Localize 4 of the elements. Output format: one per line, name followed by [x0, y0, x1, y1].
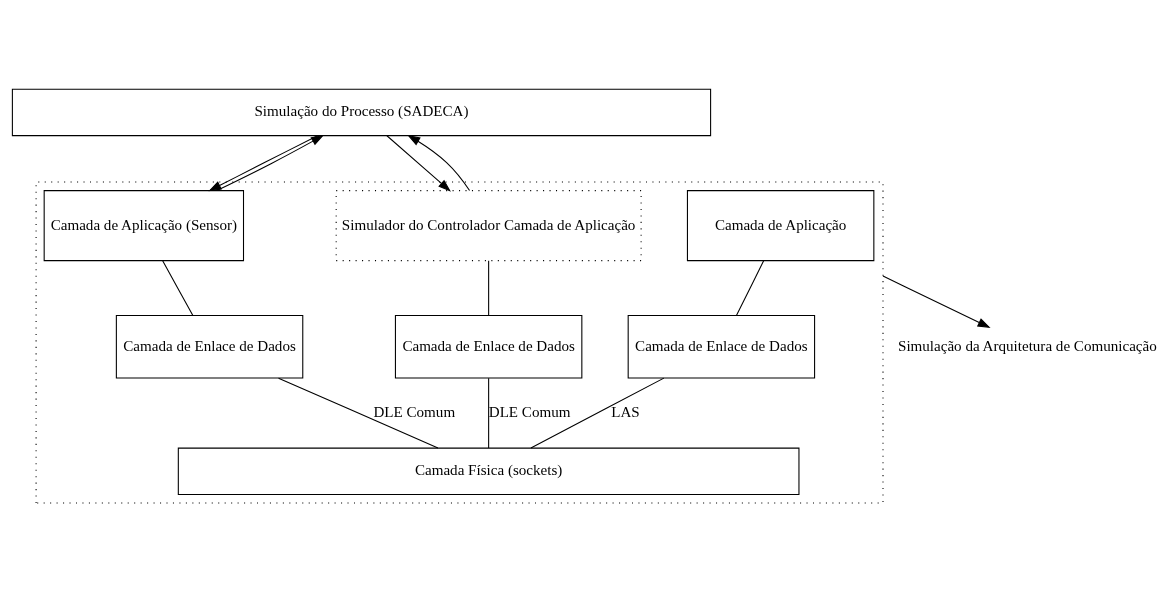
edge-label: DLE Comum [488, 403, 571, 420]
edge-label: LAS [611, 403, 640, 420]
edge-label: DLE Comum [373, 403, 456, 420]
node-text: Simulação da Arquitetura de Comunicação [898, 337, 1157, 354]
